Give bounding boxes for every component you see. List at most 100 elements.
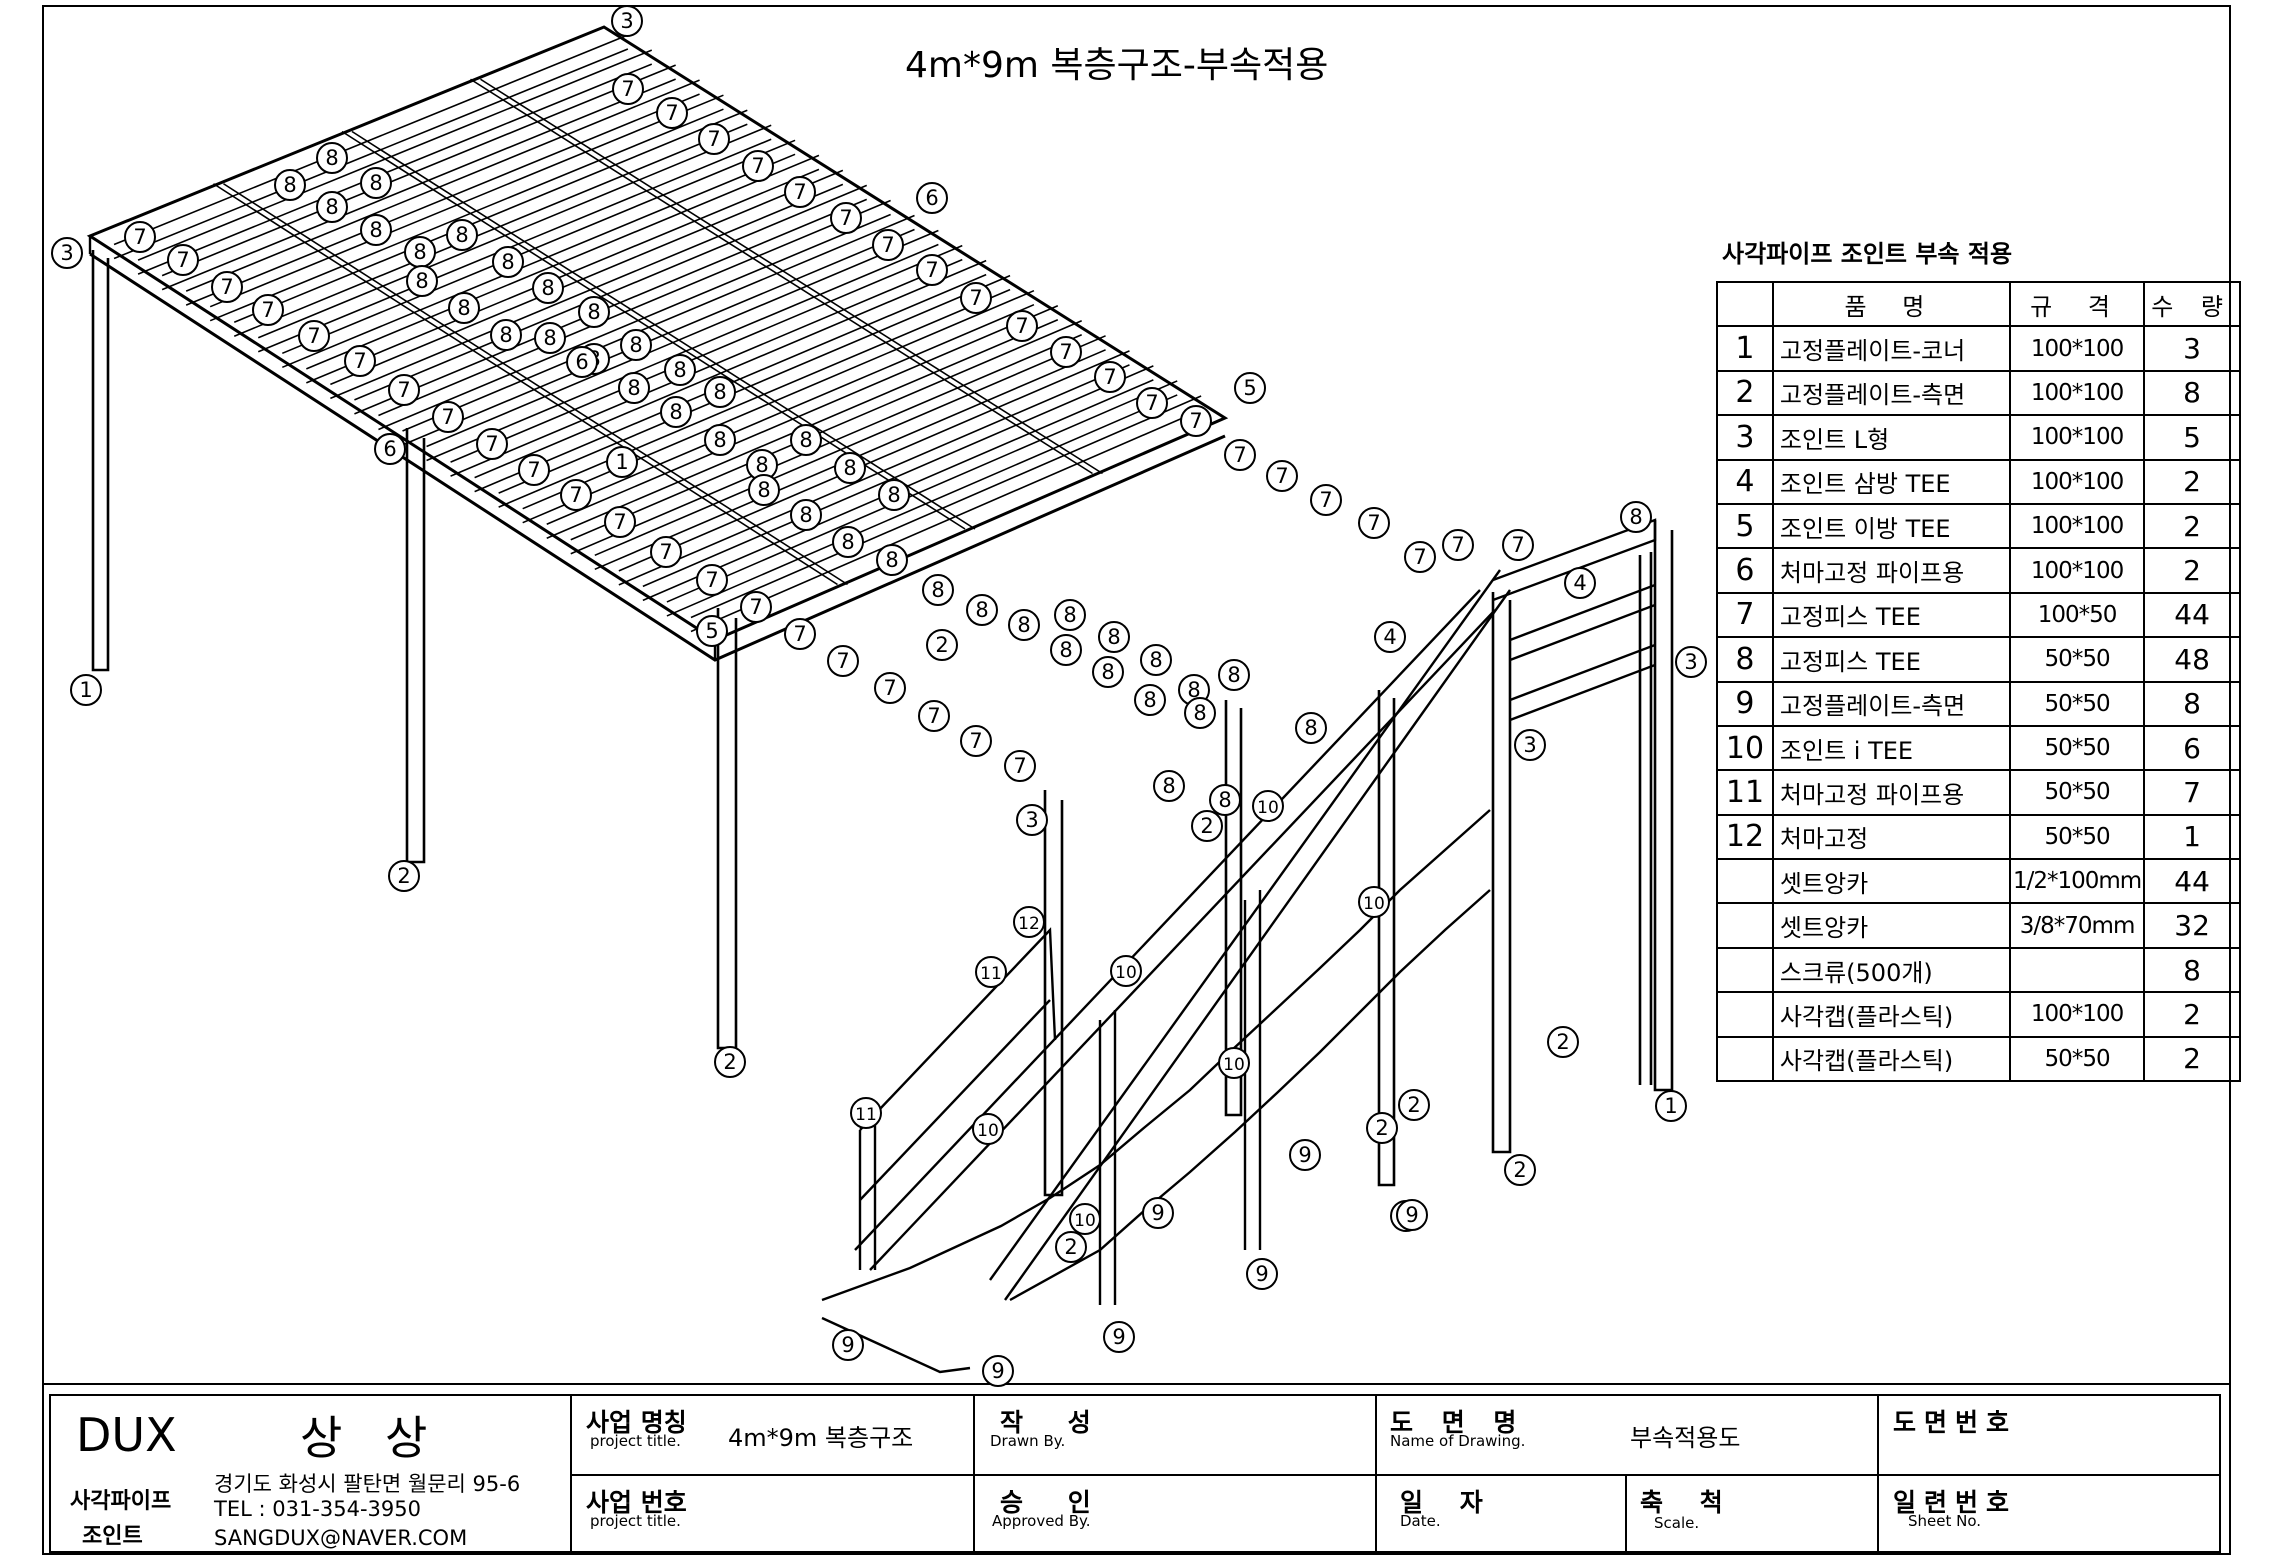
svg-text:8: 8 [975,598,988,622]
callout-bubble: 8 [618,372,650,404]
deck-beam [354,184,868,401]
drawn-by-label: 작 성 [1000,1408,1109,1437]
parts-cell-name: 셋트앙카 [1771,858,2011,905]
svg-text:8: 8 [541,276,554,300]
svg-text:8: 8 [713,428,726,452]
deck-beam [282,139,796,355]
parts-cell-no [1716,946,1774,994]
svg-text:8: 8 [283,173,296,197]
svg-text:8: 8 [931,578,944,602]
balcony-rail [1509,583,1656,642]
callout-bubble: 8 [446,219,478,251]
svg-text:8: 8 [1143,688,1156,712]
parts-cell-qty: 3 [2143,325,2241,372]
callout-bubble: 9 [1396,1199,1428,1231]
callout-bubble: 8 [316,191,348,223]
callout-bubble: 2 [926,629,958,661]
parts-cell-spec: 50*50 [2008,813,2146,861]
callout-bubble: 2 [1398,1089,1430,1121]
svg-text:8: 8 [755,453,768,477]
parts-cell-name: 셋트앙카 [1771,902,2011,949]
svg-text:11: 11 [980,964,1002,984]
deck-beam [161,64,676,277]
svg-text:3: 3 [1684,650,1697,674]
svg-text:8: 8 [1059,638,1072,662]
parts-cell-no: 9 [1716,680,1774,727]
deck-beam [618,364,1130,586]
parts-cell-qty: 44 [2143,858,2241,905]
svg-text:2: 2 [1513,1158,1526,1182]
svg-text:4: 4 [1573,571,1586,595]
callout-bubble: 7 [830,202,862,234]
callout-bubble: 8 [534,322,566,354]
callout-bubble: 8 [1153,770,1185,802]
callout-bubble: 7 [742,150,774,182]
parts-cell-spec: 50*50 [2008,1035,2146,1083]
callout-bubble: 10 [1218,1047,1250,1079]
deck-beam [522,303,1035,524]
parts-cell-no [1716,902,1774,949]
callout-bubble: 7 [960,282,992,314]
svg-text:2: 2 [397,864,410,888]
callout-bubble: 5 [1234,372,1266,404]
svg-text:10: 10 [1223,1055,1245,1075]
svg-text:6: 6 [575,350,588,374]
parts-cell-spec: 100*100 [2008,991,2146,1038]
callout-bubble: 7 [124,221,156,253]
parts-cell-no: 10 [1716,724,1774,772]
callout-bubble: 7 [167,244,199,276]
svg-text:8: 8 [1063,603,1076,627]
callout-bubble: 6 [566,346,598,378]
callout-bubble: 2 [1504,1154,1536,1186]
svg-text:8: 8 [325,146,338,170]
svg-text:7: 7 [176,248,189,272]
svg-text:8: 8 [887,483,900,507]
parts-cell-no [1716,1035,1774,1083]
parts-cell-no: 4 [1716,458,1774,505]
svg-text:2: 2 [1200,814,1213,838]
svg-text:7: 7 [665,101,678,125]
svg-text:8: 8 [799,503,812,527]
callout-bubble: 9 [1289,1139,1321,1171]
approved-by-sub: Approved By. [992,1512,1091,1530]
date-label: 일 자 [1400,1488,1497,1517]
parts-cell-spec: 3/8*70mm [2008,902,2146,949]
callout-bubble: 7 [1404,541,1436,573]
deck-beam [426,229,939,448]
parts-cell-no: 5 [1716,502,1774,550]
svg-text:8: 8 [1107,625,1120,649]
callout-bubble: 1 [606,446,638,478]
parts-cell-qty: 1 [2143,813,2241,861]
callout-bubble: 7 [1266,460,1298,492]
deck-beam [209,108,724,322]
callout-bubble: 9 [982,1355,1014,1387]
svg-text:8: 8 [325,195,338,219]
callout-bubble: 7 [298,320,330,352]
parts-cell-qty: 2 [2143,991,2241,1038]
balcony-rail [1509,603,1656,662]
svg-text:9: 9 [1405,1203,1418,1227]
approved-by-label: 승 인 [1000,1488,1109,1517]
callout-bubble: 8 [360,167,392,199]
deck-beam [402,228,915,446]
callout-bubble: 8 [1620,501,1652,533]
callout-bubble: 4 [1564,567,1596,599]
callout-bubble: 7 [784,176,816,208]
svg-text:8: 8 [455,223,468,247]
balcony-rail [1509,643,1656,702]
svg-text:7: 7 [621,77,634,101]
parts-cell-name: 고정피스 TEE [1771,591,2011,639]
parts-row: 스크류(500개)8 [1716,946,2241,994]
svg-text:7: 7 [751,154,764,178]
svg-text:7: 7 [1275,464,1288,488]
svg-text:7: 7 [969,286,982,310]
callout-bubble: 7 [344,345,376,377]
parts-cell-name: 사각캡(플라스틱) [1771,1035,2011,1083]
svg-text:8: 8 [1304,716,1317,740]
